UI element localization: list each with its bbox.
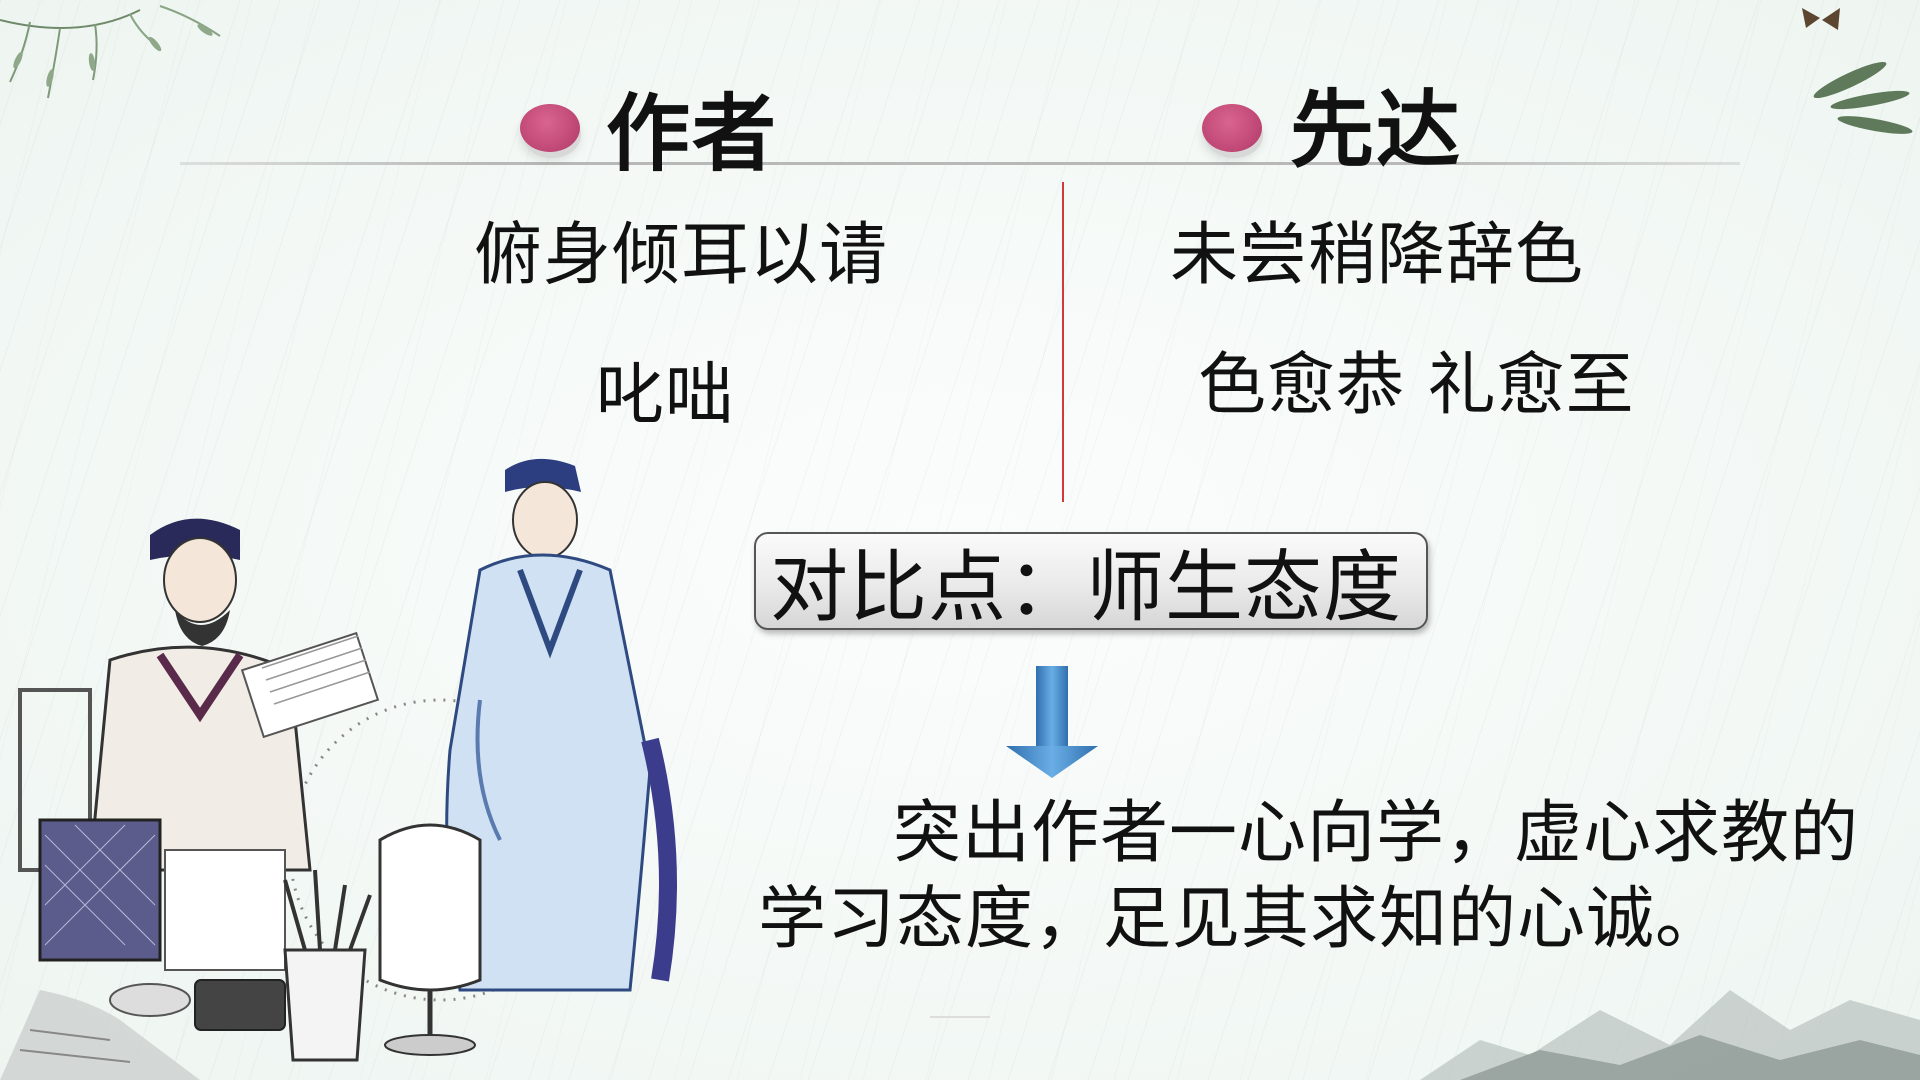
pink-circle-bullet-icon [520, 104, 580, 152]
scholar-figure [18, 518, 380, 872]
desk-objects [38, 818, 482, 1062]
comparison-point-box: 对比点：师生态度 [754, 532, 1428, 633]
teacher-figure [445, 458, 677, 992]
bamboo-butterfly-decoration [1802, 8, 1913, 134]
down-arrow-icon [1006, 666, 1098, 778]
conclusion-line-2: 学习态度，足见其求知的心诚。 [758, 880, 1725, 959]
stone-path-decoration [0, 990, 200, 1080]
footer-mark [930, 1016, 990, 1018]
pink-circle-bullet-icon [1202, 104, 1262, 152]
column-divider [1062, 182, 1064, 502]
teacher-heading: 先达 [1290, 81, 1463, 179]
comparison-point-label: 对比点：师生态度 [770, 543, 1403, 633]
author-behavior-2: 叱咄 [596, 356, 735, 435]
teacher-behavior-2: 色愈恭 礼愈至 [1198, 346, 1635, 425]
willow-branch-decoration [0, 5, 221, 99]
author-behavior-1: 俯身倾耳以请 [474, 216, 889, 295]
ink-mountains-decoration [1420, 990, 1920, 1080]
author-heading: 作者 [606, 85, 779, 183]
teacher-behavior-1: 未尝稍降辞色 [1170, 216, 1585, 295]
scholar-and-teacher-illustration [18, 458, 677, 1062]
conclusion-line-1: 突出作者一心向学，虚心求教的 [893, 794, 1860, 873]
top-rule [180, 162, 1740, 165]
